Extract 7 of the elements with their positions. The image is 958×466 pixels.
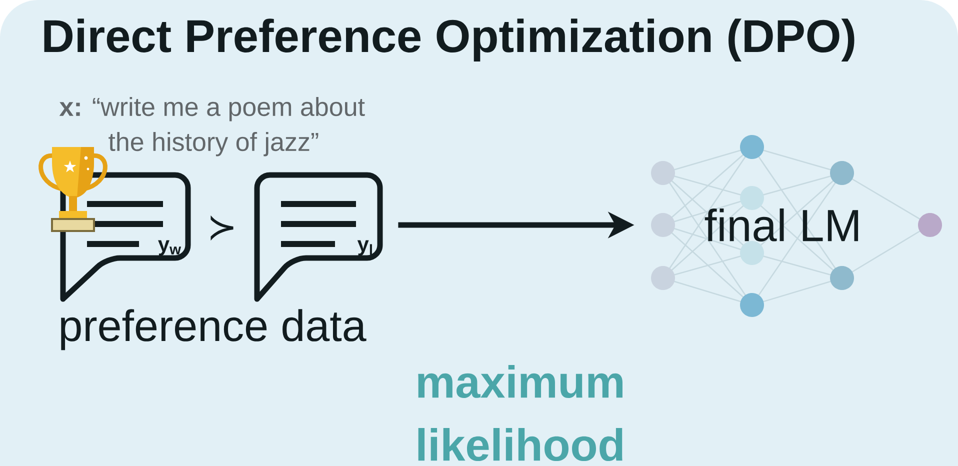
speech-bubble: y$_{w}$ <box>60 172 191 302</box>
method-label: maximum likelihood <box>418 365 622 462</box>
title: Direct Preference Optimization (DPO) <box>44 18 854 62</box>
relation-symbol: ≻ <box>210 215 234 241</box>
group-caption: preference data <box>61 309 366 350</box>
speech-bubble: y$_{l}$ <box>254 172 383 302</box>
prompt-text: x: “write me a poem about the history of jazz” <box>59 97 365 156</box>
